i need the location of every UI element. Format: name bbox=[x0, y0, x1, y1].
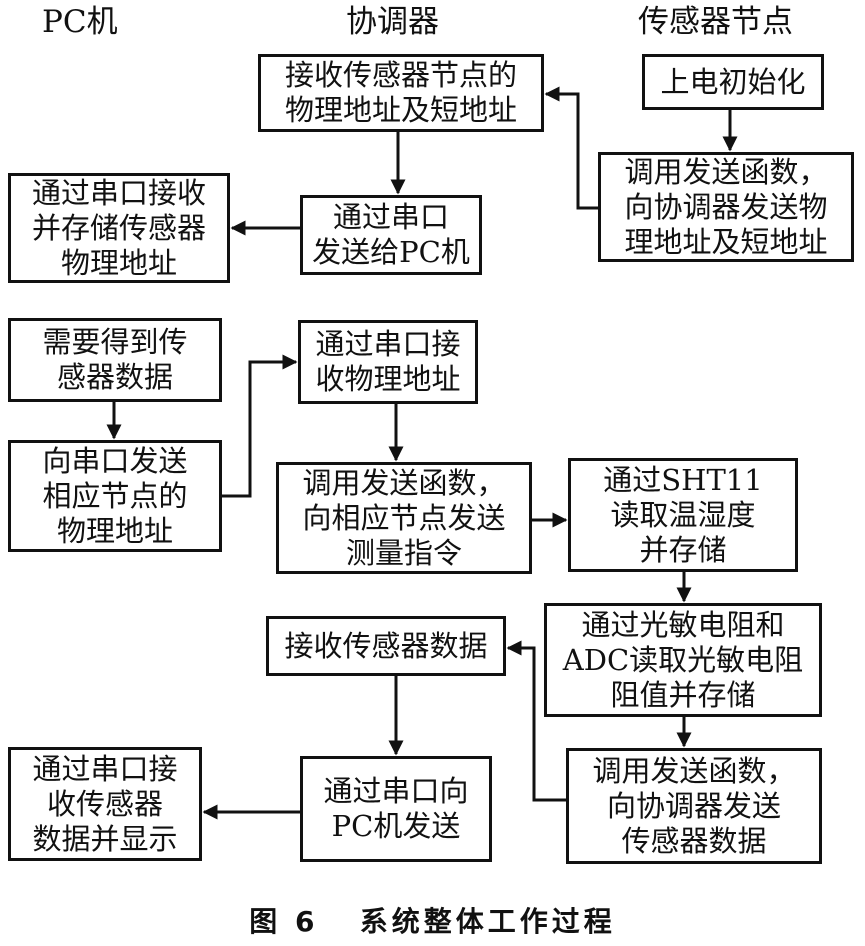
box-pc-send-address: 向串口发送 相应节点的 物理地址 bbox=[8, 440, 222, 552]
box-receive-address-label: 接收传感器节点的 物理地址及短地址 bbox=[284, 58, 517, 127]
box-serial-send-pc: 通过串口 发送给PC机 bbox=[300, 195, 482, 275]
box-pc-need-data: 需要得到传 感器数据 bbox=[8, 318, 222, 402]
box-coord-send-pc-label: 通过串口向 PC机发送 bbox=[323, 774, 469, 843]
box-coord-receive-address: 通过串口接 收物理地址 bbox=[298, 320, 478, 404]
box-receive-address: 接收传感器节点的 物理地址及短地址 bbox=[258, 54, 544, 132]
box-coord-send-pc: 通过串口向 PC机发送 bbox=[300, 756, 492, 862]
arrow-send-address-to-coord-receive bbox=[222, 354, 298, 498]
box-pc-display-label: 通过串口接 收传感器 数据并显示 bbox=[32, 751, 178, 856]
box-call-send-address: 调用发送函数， 向协调器发送物 理地址及短地址 bbox=[598, 152, 854, 262]
arrow-call-send-data-to-coord-receive bbox=[506, 640, 566, 802]
box-power-on-init-label: 上电初始化 bbox=[660, 64, 806, 99]
box-coord-send-command-label: 调用发送函数， 向相应节点发送 测量指令 bbox=[302, 465, 506, 570]
box-coord-receive-data: 接收传感器数据 bbox=[266, 616, 506, 676]
column-header-sensor-node: 传感器节点 bbox=[638, 4, 793, 40]
box-pc-receive-store: 通过串口接收 并存储传感器 物理地址 bbox=[8, 173, 230, 283]
box-coord-receive-data-label: 接收传感器数据 bbox=[284, 628, 488, 663]
box-sht11-read-label: 通过SHT11 读取温湿度 并存储 bbox=[603, 462, 763, 567]
box-coord-receive-address-label: 通过串口接 收物理地址 bbox=[315, 327, 461, 396]
box-adc-read: 通过光敏电阻和 ADC读取光敏电阻 阻值并存储 bbox=[544, 603, 822, 717]
box-call-send-data: 调用发送函数， 向协调器发送 传感器数据 bbox=[566, 748, 822, 864]
arrow-call-send-to-receive-address bbox=[544, 86, 598, 210]
box-pc-send-address-label: 向串口发送 相应节点的 物理地址 bbox=[42, 443, 188, 548]
box-pc-receive-store-label: 通过串口接收 并存储传感器 物理地址 bbox=[31, 175, 206, 280]
box-adc-read-label: 通过光敏电阻和 ADC读取光敏电阻 阻值并存储 bbox=[562, 607, 804, 712]
box-power-on-init: 上电初始化 bbox=[642, 54, 824, 110]
column-header-coordinator: 协调器 bbox=[346, 4, 439, 40]
box-sht11-read: 通过SHT11 读取温湿度 并存储 bbox=[568, 458, 798, 572]
box-pc-display: 通过串口接 收传感器 数据并显示 bbox=[8, 747, 202, 861]
column-header-pc: PC机 bbox=[42, 4, 118, 40]
box-pc-need-data-label: 需要得到传 感器数据 bbox=[42, 325, 188, 394]
box-call-send-address-label: 调用发送函数， 向协调器发送物 理地址及短地址 bbox=[624, 154, 828, 259]
box-serial-send-pc-label: 通过串口 发送给PC机 bbox=[312, 200, 470, 269]
figure-caption: 图 6 系统整体工作过程 bbox=[249, 905, 616, 938]
box-call-send-data-label: 调用发送函数， 向协调器发送 传感器数据 bbox=[592, 753, 796, 858]
box-coord-send-command: 调用发送函数， 向相应节点发送 测量指令 bbox=[276, 462, 532, 574]
